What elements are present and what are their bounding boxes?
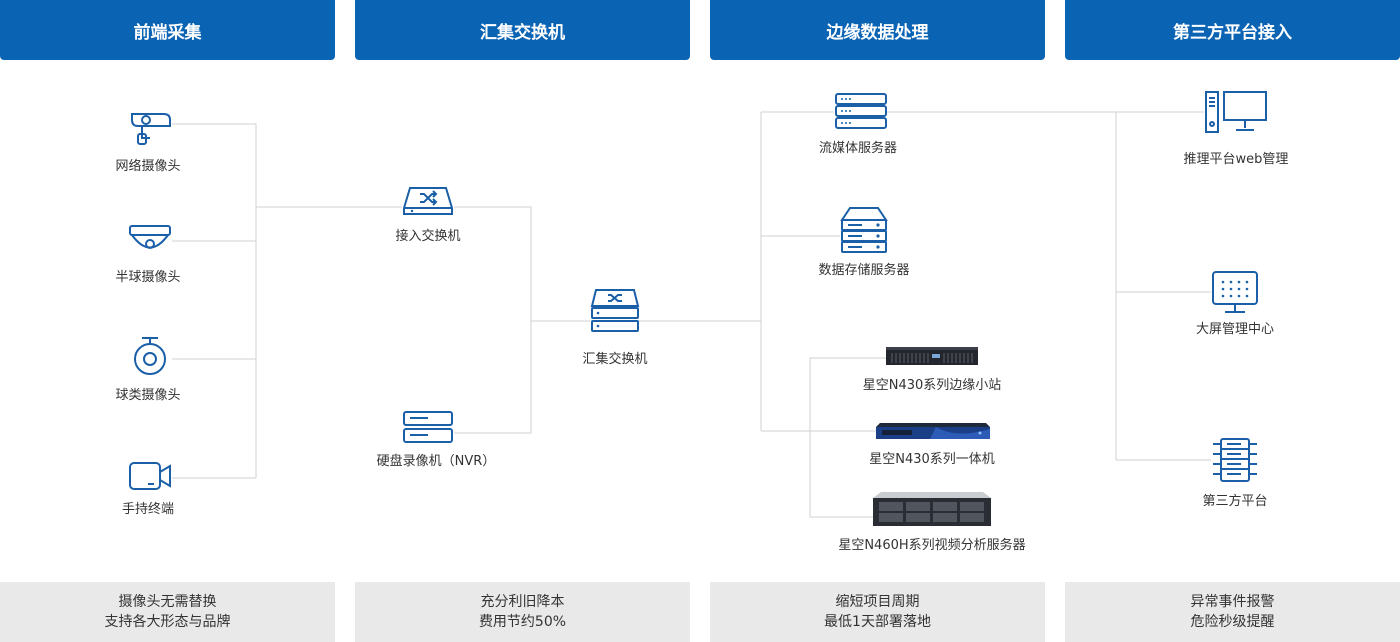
bigscreen-icon (1212, 271, 1258, 313)
label-ball-camera: 球类摄像头 (115, 388, 181, 403)
access-switch-icon (403, 187, 453, 215)
label-network-camera: 网络摄像头 (115, 159, 181, 174)
footer-edge-processing: 缩短项目周期 最低1天部署落地 (710, 582, 1045, 642)
footer-line: 支持各大形态与品牌 (104, 614, 231, 630)
n460h-server-device-icon (873, 492, 991, 526)
footer-aggregation-switch: 充分利旧降本 费用节约50% (355, 582, 690, 642)
label-third-party: 第三方平台 (1202, 494, 1268, 509)
label-n430-station: 星空N430系列边缘小站 (862, 378, 1002, 393)
n430-allinone-device-icon (876, 423, 990, 439)
network-camera-icon (131, 113, 171, 145)
footer-line: 最低1天部署落地 (824, 614, 931, 630)
handheld-camera-icon (129, 462, 171, 490)
n430-station-device-icon (886, 347, 978, 365)
footer-front-capture: 摄像头无需替换 支持各大形态与品牌 (0, 582, 335, 642)
ball-camera-icon (134, 337, 166, 375)
footer-third-party: 异常事件报警 危险秒级提醒 (1065, 582, 1400, 642)
label-bigscreen: 大屏管理中心 (1195, 322, 1275, 337)
label-access-switch: 接入交换机 (395, 229, 461, 244)
header-third-party: 第三方平台接入 (1065, 0, 1400, 60)
label-streaming-server: 流媒体服务器 (818, 141, 898, 156)
footer-line: 充分利旧降本 (480, 594, 565, 610)
header-front-capture: 前端采集 (0, 0, 335, 60)
label-handheld: 手持终端 (121, 502, 175, 517)
label-web-mgmt: 推理平台web管理 (1183, 152, 1289, 167)
footer-line: 费用节约50% (478, 614, 567, 630)
footer-line: 异常事件报警 (1190, 594, 1275, 610)
header-aggregation-switch: 汇集交换机 (355, 0, 690, 60)
label-dome-camera: 半球摄像头 (115, 270, 181, 285)
label-aggregation-switch: 汇集交换机 (582, 352, 648, 367)
aggregation-switch-icon (590, 289, 640, 332)
footer-line: 缩短项目周期 (835, 594, 920, 610)
footer-line: 摄像头无需替换 (118, 594, 217, 610)
storage-server-icon (840, 207, 888, 253)
label-n460h-server: 星空N460H系列视频分析服务器 (838, 538, 1026, 553)
third-party-platform-icon (1213, 438, 1257, 482)
label-nvr: 硬盘录像机（NVR） (376, 454, 496, 469)
nvr-icon (403, 411, 453, 443)
streaming-server-icon (835, 93, 887, 129)
header-edge-processing: 边缘数据处理 (710, 0, 1045, 60)
dome-camera-icon (129, 225, 171, 249)
footer-line: 危险秒级提醒 (1190, 614, 1275, 630)
label-storage-server: 数据存储服务器 (818, 263, 910, 278)
web-management-pc-icon (1205, 91, 1267, 133)
label-n430-allinone: 星空N430系列一体机 (869, 452, 995, 467)
